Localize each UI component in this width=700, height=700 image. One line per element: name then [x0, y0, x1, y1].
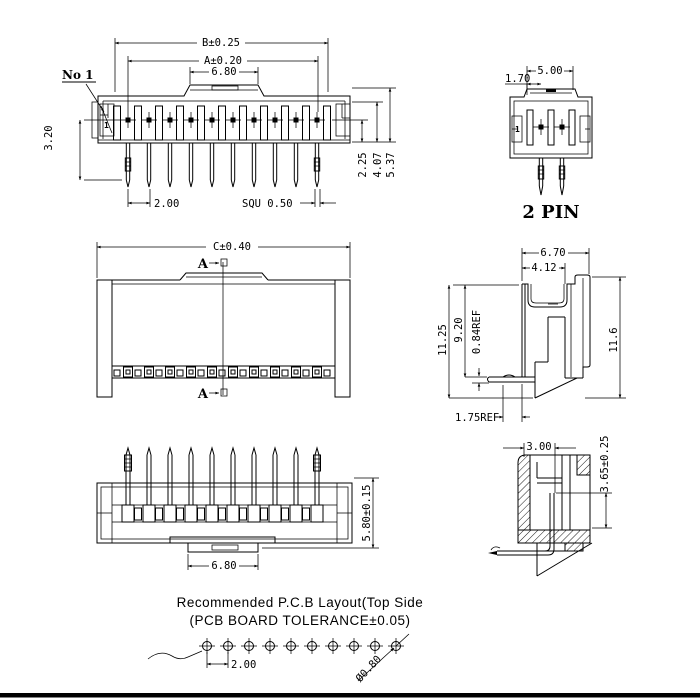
dim-side-ref1: 0.84REF [471, 310, 483, 354]
rear-slots [121, 504, 324, 523]
two-pin-body-outline [509, 88, 593, 159]
rear-body-outline [96, 482, 353, 544]
section-label-bottom: A [197, 387, 209, 402]
dim-side-h2: 9.20 [453, 317, 465, 342]
section-view: 3.00 3.65±0.25 [488, 436, 612, 577]
dim-top-r3: 5.37 [385, 152, 397, 177]
pin1-note: No 1 [62, 68, 94, 82]
section-left-wall [517, 454, 531, 531]
top-view-body-outline [97, 84, 351, 144]
two-pin-caption: 2 PIN [522, 202, 579, 223]
dim-side-w1: 6.70 [540, 247, 565, 259]
dim-pcb-hole: Ø0.80 [354, 653, 384, 684]
pcb-holes [198, 637, 405, 655]
pcb-layout: Recommended P.C.B Layout(Top Side (PCB B… [147, 595, 424, 685]
rear-view: 6.80 5.80±0.15 [96, 447, 379, 572]
dim-two-pin-offset: 1.70 [505, 73, 530, 85]
dim-top-r2: 4.07 [372, 152, 384, 177]
dim-side-h1: 11.25 [437, 324, 449, 356]
dim-top-r1: 2.25 [357, 152, 369, 177]
dim-top-b: B±0.25 [202, 37, 240, 49]
dim-side-ref2: 1.75REF [455, 412, 499, 424]
title-block-edge [0, 693, 700, 698]
front-body-top [97, 272, 350, 281]
top-view-pin-marks [119, 111, 326, 129]
dim-rear-height: 5.80±0.15 [361, 485, 373, 542]
two-pin-view: 1 5.00 1.70 2 PIN [505, 65, 593, 223]
top-view: 1 B±0.25 A±0.20 6.80 3.20 [43, 37, 397, 210]
pcb-note-line1: Recommended P.C.B Layout(Top Side [177, 595, 424, 610]
dim-top-pitch: 2.00 [154, 198, 179, 210]
section-label-top: A [197, 257, 209, 272]
top-view-pins [124, 142, 321, 188]
dim-top-height: 3.20 [43, 125, 55, 150]
top-pin1-mark: 1 [104, 121, 109, 130]
dim-side-h3: 11.6 [608, 327, 620, 352]
dim-section-w: 3.00 [526, 441, 551, 453]
front-view: C±0.40 A A [96, 241, 351, 402]
pcb-note-line2: (PCB BOARD TOLERANCE±0.05) [190, 613, 411, 628]
two-pin-pin1-mark: 1 [515, 125, 520, 134]
top-view-slots [113, 105, 331, 141]
dim-two-pin-width: 5.00 [537, 65, 562, 77]
side-view: 6.70 4.12 11.25 9.20 0.84REF 11.6 1.75RE… [437, 247, 626, 424]
dim-pcb-pitch: 2.00 [231, 659, 256, 671]
dim-top-a: A±0.20 [204, 55, 242, 67]
dim-top-pin: SQU 0.50 [242, 198, 293, 210]
two-pin-pins [537, 158, 566, 196]
front-contacts [113, 366, 331, 378]
dim-front-c: C±0.40 [213, 241, 251, 253]
dim-top-tab: 6.80 [211, 66, 236, 78]
rear-pins [124, 447, 321, 506]
dim-rear-tab: 6.80 [211, 560, 236, 572]
side-body-outline [522, 274, 591, 378]
dim-side-w2: 4.12 [531, 262, 556, 274]
dim-section-h: 3.65±0.25 [599, 436, 611, 493]
